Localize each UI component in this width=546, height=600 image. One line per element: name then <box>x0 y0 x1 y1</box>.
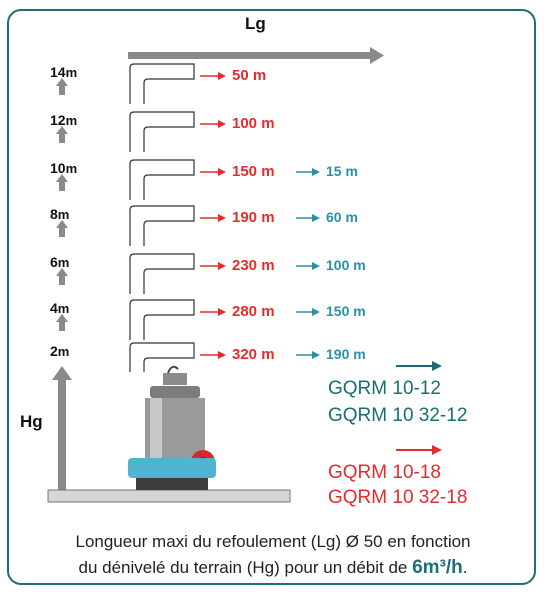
pipe-elbow <box>129 111 195 152</box>
pipe-elbow <box>129 63 195 104</box>
blue-arrow <box>296 168 320 176</box>
height-arrow-icon <box>56 268 68 285</box>
lg-value-10-12: 150 m <box>232 163 275 180</box>
red-arrow <box>200 214 226 222</box>
diagram-frame <box>7 9 536 585</box>
ground-slab <box>47 489 291 503</box>
blue-arrow <box>296 308 320 316</box>
lg-value-10-18: 60 m <box>326 209 358 225</box>
height-value: 8 <box>50 206 58 222</box>
height-unit: m <box>65 161 78 176</box>
legend-teal-model-1: GQRM 10-12 <box>328 378 441 399</box>
pipe-elbow <box>129 253 195 294</box>
lg-value-10-12: 320 m <box>232 346 275 363</box>
lg-value-10-12: 50 m <box>232 67 267 84</box>
height-label: 2m <box>50 343 69 359</box>
lg-value-10-12: 100 m <box>232 115 275 132</box>
pump-icon <box>128 365 216 490</box>
lg-value-10-18: 150 m <box>326 303 366 319</box>
lg-arrow <box>128 47 384 64</box>
height-value: 12 <box>50 112 66 128</box>
height-value: 10 <box>50 160 66 176</box>
height-unit: m <box>57 255 70 270</box>
red-arrow <box>200 72 226 80</box>
lg-value-10-12: 190 m <box>232 209 275 226</box>
caption-line-2: du dénivelé du terrain (Hg) pour un débi… <box>0 557 546 579</box>
height-unit: m <box>65 65 78 80</box>
legend-red-model-2: GQRM 10 32-18 <box>328 487 468 508</box>
height-unit: m <box>57 344 70 359</box>
lg-value-10-12: 230 m <box>232 257 275 274</box>
caption-line-1: Longueur maxi du refoulement (Lg) Ø 50 e… <box>75 532 471 551</box>
height-arrow-icon <box>56 126 68 143</box>
height-arrow-icon <box>56 78 68 95</box>
legend-arrow-red <box>396 445 442 455</box>
red-arrow <box>200 308 226 316</box>
lg-value-10-18: 100 m <box>326 257 366 273</box>
height-value: 4 <box>50 300 58 316</box>
height-value: 14 <box>50 64 66 80</box>
height-unit: m <box>57 207 70 222</box>
blue-arrow <box>296 351 320 359</box>
red-arrow <box>200 262 226 270</box>
red-arrow <box>200 120 226 128</box>
height-unit: m <box>57 301 70 316</box>
height-arrow-icon <box>56 220 68 237</box>
blue-arrow <box>296 262 320 270</box>
height-label: 12m <box>50 112 77 128</box>
caption-line-2-text: du dénivelé du terrain (Hg) pour un débi… <box>78 558 413 577</box>
height-label: 4m <box>50 300 69 316</box>
height-value: 2 <box>50 343 58 359</box>
height-label: 10m <box>50 160 77 176</box>
lg-value-10-12: 280 m <box>232 303 275 320</box>
height-arrow-icon <box>56 174 68 191</box>
lg-label: Lg <box>245 14 266 33</box>
caption-end: . <box>462 558 468 577</box>
pipe-elbow <box>129 205 195 246</box>
red-arrow <box>200 351 226 359</box>
height-arrow-icon <box>56 314 68 331</box>
legend-arrow-teal <box>396 361 442 371</box>
blue-arrow <box>296 214 320 222</box>
pipe-elbow <box>129 342 195 372</box>
legend-teal-model-2: GQRM 10 32-12 <box>328 405 468 426</box>
pipe-elbow <box>129 299 195 340</box>
caption-flow-value: 6m³/h <box>412 557 463 578</box>
legend-red-model-1: GQRM 10-18 <box>328 462 441 483</box>
pipe-elbow <box>129 159 195 200</box>
hg-arrow <box>52 366 72 490</box>
lg-value-10-18: 15 m <box>326 163 358 179</box>
red-arrow <box>200 168 226 176</box>
height-label: 8m <box>50 206 69 222</box>
height-value: 6 <box>50 254 58 270</box>
hg-label: Hg <box>20 412 43 431</box>
height-unit: m <box>65 113 78 128</box>
lg-value-10-18: 190 m <box>326 346 366 362</box>
height-label: 6m <box>50 254 69 270</box>
height-label: 14m <box>50 64 77 80</box>
